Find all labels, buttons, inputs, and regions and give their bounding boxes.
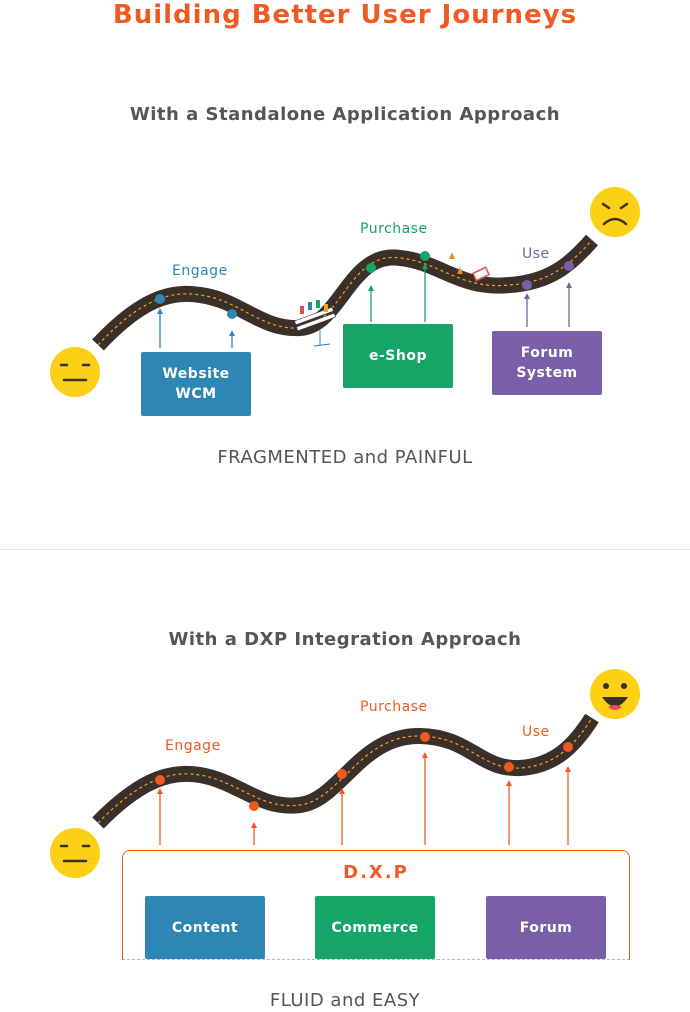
touchpoint-engage-2 — [227, 309, 237, 319]
dxp-touchpoint-1 — [155, 775, 165, 785]
commerce-module-box: Commerce — [315, 896, 435, 959]
commerce-module-label: Commerce — [331, 919, 419, 936]
dxp-stage-label-purchase: Purchase — [360, 699, 428, 715]
dxp-touchpoint-4 — [420, 732, 430, 742]
forum-system-line2: System — [516, 365, 578, 381]
stage-label-use: Use — [522, 246, 550, 262]
dxp-stage-label-use: Use — [522, 724, 550, 740]
section-divider — [0, 549, 690, 550]
stage-label-engage: Engage — [172, 263, 228, 279]
dxp-subtitle: With a DXP Integration Approach — [168, 629, 522, 650]
stage-label-purchase: Purchase — [360, 221, 428, 237]
roadblock-icon — [294, 300, 336, 347]
neutral-face-icon — [50, 347, 100, 397]
content-module-box: Content — [145, 896, 265, 959]
standalone-road — [92, 234, 599, 351]
website-wcm-line1: Website — [162, 366, 230, 382]
neutral-face-icon — [50, 828, 100, 878]
eshop-label: e-Shop — [369, 348, 427, 364]
website-wcm-line2: WCM — [175, 386, 217, 402]
happy-face-icon — [590, 669, 640, 719]
dxp-touchpoint-5 — [504, 762, 514, 772]
dxp-stage-label-engage: Engage — [165, 738, 221, 754]
touchpoint-use-1 — [522, 280, 532, 290]
sad-face-icon — [590, 187, 640, 237]
forum-module-label: Forum — [519, 919, 573, 936]
touchpoint-purchase-2 — [420, 251, 430, 261]
touchpoint-use-2 — [564, 261, 574, 271]
dxp-touchpoint-2 — [249, 801, 259, 811]
dxp-touchpoint-3 — [337, 769, 347, 779]
touchpoint-purchase-1 — [366, 263, 376, 273]
dxp-caption: FLUID and EASY — [269, 990, 421, 1011]
standalone-subtitle: With a Standalone Application Approach — [129, 104, 561, 125]
page-title: Building Better User Journeys — [112, 0, 578, 30]
standalone-caption: FRAGMENTED and PAINFUL — [217, 447, 473, 468]
dxp-label: D.X.P — [343, 862, 409, 883]
traffic-cone-icon — [449, 252, 491, 282]
website-wcm-box: Website WCM — [141, 352, 251, 416]
forum-system-box: Forum System — [492, 331, 602, 395]
forum-module-box: Forum — [486, 896, 606, 959]
content-module-label: Content — [171, 919, 239, 936]
dxp-touchpoint-6 — [563, 742, 573, 752]
standalone-journey-diagram — [50, 187, 640, 397]
eshop-box: e-Shop — [343, 324, 453, 388]
dxp-platform-frame — [122, 850, 630, 960]
forum-system-line1: Forum — [520, 345, 574, 361]
touchpoint-engage-1 — [155, 294, 165, 304]
dxp-road — [92, 713, 599, 829]
